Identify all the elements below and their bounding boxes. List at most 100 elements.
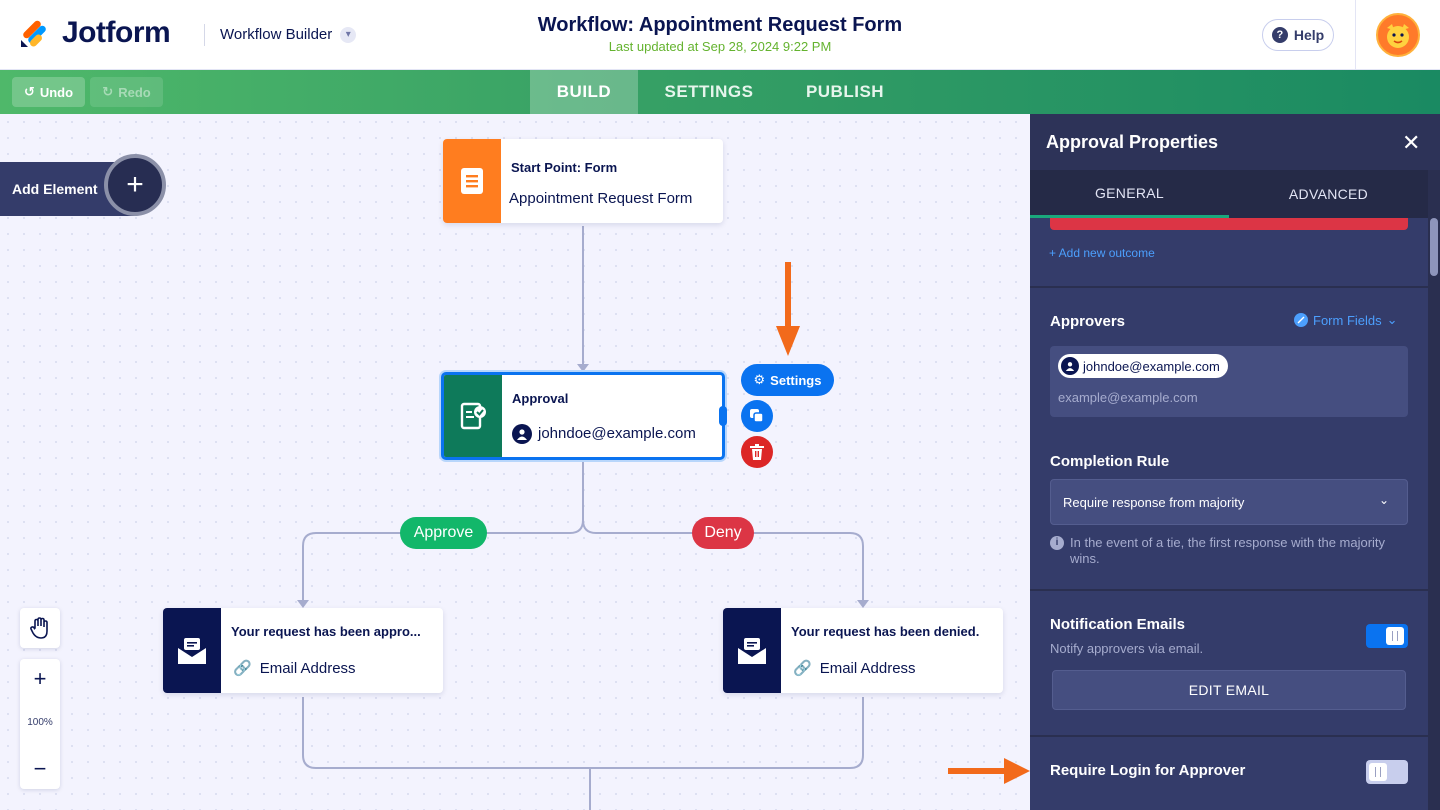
email-node-title: Your request has been denied. [791, 624, 980, 639]
undo-button[interactable]: ↺ Undo [12, 77, 85, 107]
annotation-arrow-down-icon [776, 262, 800, 356]
approval-icon [444, 375, 502, 457]
build-navbar: ↺ Undo ↻ Redo BUILD SETTINGS PUBLISH [0, 70, 1440, 114]
email-recipient-label: Email Address [819, 660, 916, 677]
approver-input-placeholder: example@example.com [1058, 390, 1198, 405]
workflow-title-block: Workflow: Appointment Request Form Last … [470, 14, 970, 54]
completion-rule-info-text: In the event of a tie, the first respons… [1070, 535, 1386, 566]
panel-title: Approval Properties [1046, 132, 1219, 152]
require-login-label: Require Login for Approver [1050, 762, 1246, 779]
close-icon[interactable]: ✕ [1402, 130, 1421, 155]
user-icon [1061, 357, 1079, 375]
chevron-down-icon: ⌄ [1379, 493, 1390, 507]
zoom-in-button[interactable]: + [33, 666, 47, 691]
deny-outcome-field[interactable] [1050, 218, 1408, 230]
redo-button[interactable]: ↻ Redo [90, 77, 163, 107]
approval-assignee: johndoe@example.com [512, 424, 696, 444]
workflow-canvas[interactable]: Add Element + Start Point: Form Appointm… [0, 114, 1030, 810]
panel-scrollbar[interactable] [1428, 170, 1440, 810]
tab-general[interactable]: GENERAL [1030, 170, 1229, 218]
pan-tool-button[interactable] [20, 608, 60, 648]
last-updated-text: Last updated at Sep 28, 2024 9:22 PM [608, 39, 832, 54]
trash-icon [750, 444, 764, 460]
approval-assignee-email: johndoe@example.com [538, 424, 696, 442]
zoom-controls: + 100% − [20, 659, 60, 789]
help-icon: ? [1271, 27, 1288, 43]
undo-icon: ↺ [23, 84, 35, 99]
tab-settings[interactable]: SETTINGS [664, 82, 754, 101]
add-outcome-link[interactable]: + Add new outcome [1049, 246, 1155, 260]
form-fields-label: Form Fields [1313, 312, 1382, 328]
tab-build[interactable]: BUILD [530, 70, 638, 114]
link-icon: 🔗 [793, 660, 812, 677]
link-icon: 🔗 [233, 660, 252, 677]
start-node-form-name: Appointment Request Form [509, 190, 693, 207]
edit-email-button[interactable]: EDIT EMAIL [1052, 670, 1406, 710]
start-node-type: Start Point: Form [511, 160, 618, 175]
approvers-input[interactable]: johndoe@example.com example@example.com [1050, 346, 1408, 417]
jotform-logo[interactable]: Jotform [18, 16, 171, 50]
help-button[interactable]: ? Help [1262, 19, 1334, 51]
plus-icon: + [126, 168, 144, 201]
delete-node-button[interactable] [741, 436, 773, 468]
completion-rule-info: i In the event of a tie, the first respo… [1050, 535, 1390, 567]
redo-icon: ↻ [102, 84, 114, 99]
approval-node-type: Approval [512, 391, 569, 406]
require-login-toggle[interactable] [1366, 760, 1408, 784]
panel-scrollbar-thumb[interactable] [1430, 218, 1438, 276]
form-fields-dropdown[interactable]: Form Fields ⌄ [1294, 312, 1398, 328]
tab-advanced[interactable]: ADVANCED [1288, 186, 1369, 202]
section-divider [1030, 286, 1428, 288]
approver-chip[interactable]: johndoe@example.com [1058, 354, 1228, 378]
user-avatar[interactable] [1376, 13, 1420, 57]
notification-emails-toggle[interactable] [1366, 624, 1408, 648]
email-recipient-label: Email Address [259, 660, 356, 677]
duplicate-node-button[interactable] [741, 400, 773, 432]
annotation-arrow-right-icon [948, 758, 1030, 784]
email-node-recipient: 🔗 Email Address [233, 659, 356, 677]
add-element-button[interactable]: + [104, 154, 166, 216]
zoom-out-button[interactable]: − [33, 756, 47, 781]
undo-label: Undo [39, 84, 74, 100]
avatar-face-icon [1387, 24, 1409, 48]
approvers-label: Approvers [1050, 313, 1126, 330]
copy-icon [750, 409, 764, 423]
outcome-approve-badge[interactable]: Approve [400, 517, 487, 549]
connection-handle[interactable] [719, 406, 727, 426]
gear-icon: ⚙ [753, 372, 766, 387]
top-header: Jotform Workflow Builder ▾ Workflow: App… [0, 0, 1440, 70]
section-divider [1030, 735, 1428, 737]
node-settings-label: Settings [770, 372, 822, 388]
start-point-node[interactable]: Start Point: Form Appointment Request Fo… [443, 139, 723, 223]
panel-tabs: GENERAL ADVANCED [1030, 170, 1428, 218]
outcome-deny-badge[interactable]: Deny [692, 517, 754, 549]
email-node-denied[interactable]: Your request has been denied. 🔗 Email Add… [723, 608, 1003, 693]
email-node-title: Your request has been appro... [231, 624, 421, 639]
tab-publish[interactable]: PUBLISH [805, 82, 885, 101]
email-icon [723, 608, 781, 693]
redo-label: Redo [118, 84, 151, 100]
header-separator [1355, 0, 1356, 70]
chevron-down-icon: ⌄ [1386, 312, 1398, 327]
approval-node[interactable]: Approval johndoe@example.com [441, 372, 725, 460]
approver-chip-email: johndoe@example.com [1083, 358, 1220, 374]
toggle-knob [1386, 627, 1404, 645]
notification-emails-label: Notification Emails [1050, 616, 1186, 633]
brand-name: Jotform [62, 16, 171, 49]
completion-rule-select[interactable]: Require response from majority ⌄ [1050, 479, 1408, 525]
link-icon [1294, 313, 1308, 327]
hand-icon [30, 617, 48, 639]
node-settings-button[interactable]: ⚙ Settings [741, 364, 834, 396]
zoom-level: 100% [27, 717, 53, 728]
email-node-approved[interactable]: Your request has been appro... 🔗 Email Ad… [163, 608, 443, 693]
form-icon [443, 139, 501, 223]
user-icon [512, 424, 532, 444]
email-icon [163, 608, 221, 693]
add-element-label: Add Element [12, 181, 98, 197]
jotform-logo-icon [21, 20, 46, 47]
approval-properties-panel: Approval Properties ✕ + Add new outcome … [1030, 114, 1440, 810]
section-divider [1030, 589, 1428, 591]
notification-emails-description: Notify approvers via email. [1050, 641, 1204, 656]
chevron-down-icon: ▾ [340, 26, 357, 43]
workflow-builder-menu[interactable]: Workflow Builder ▾ [220, 26, 357, 43]
